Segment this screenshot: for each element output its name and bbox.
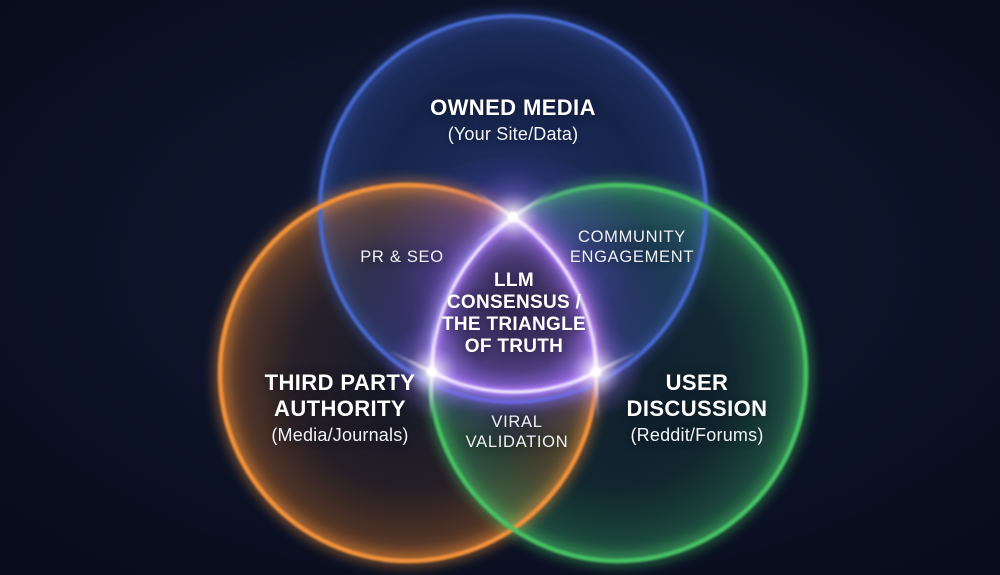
owned-media-subtitle: (Your Site/Data) xyxy=(447,124,579,144)
user-discussion-label: USER DISCUSSION (Reddit/Forums) xyxy=(547,370,847,447)
third-party-authority-label: THIRD PARTY AUTHORITY (Media/Journals) xyxy=(190,370,490,447)
center-line1: LLM xyxy=(494,270,534,291)
triangle-outline xyxy=(430,216,598,394)
center-line3: THE TRIANGLE xyxy=(442,314,586,335)
viral-line1: VIRAL xyxy=(491,413,543,431)
overlap-community-engagement-label: COMMUNITY ENGAGEMENT xyxy=(532,227,732,267)
starburst-core xyxy=(427,367,437,377)
llm-consensus-label: LLM CONSENSUS / THE TRIANGLE OF TRUTH xyxy=(414,270,614,358)
center-line2: CONSENSUS / xyxy=(446,292,582,313)
user-discussion-subtitle: (Reddit/Forums) xyxy=(630,425,764,445)
overlap-viral-validation-label: VIRAL VALIDATION xyxy=(437,412,597,452)
pr-seo-text: PR & SEO xyxy=(360,248,444,266)
overlap-pr-seo-label: PR & SEO xyxy=(322,247,482,267)
owned-media-label: OWNED MEDIA (Your Site/Data) xyxy=(313,95,713,146)
vertex-starburst-right xyxy=(548,322,644,422)
third-party-title-line2: AUTHORITY xyxy=(274,396,406,421)
starburst-core xyxy=(508,212,518,222)
community-line1: COMMUNITY xyxy=(577,228,687,246)
vertex-starburst-left xyxy=(384,322,480,422)
user-discussion-title-line1: USER xyxy=(665,370,729,395)
third-party-subtitle: (Media/Journals) xyxy=(271,425,409,445)
vertex-starburst-top xyxy=(465,169,561,265)
center-line4: OF TRUTH xyxy=(464,336,564,357)
user-discussion-title-line2: DISCUSSION xyxy=(626,396,768,421)
owned-media-title: OWNED MEDIA xyxy=(430,95,596,120)
starburst-core xyxy=(591,367,601,377)
third-party-title-line1: THIRD PARTY xyxy=(264,370,416,395)
community-line2: ENGAGEMENT xyxy=(569,248,695,266)
viral-line2: VALIDATION xyxy=(465,433,569,451)
